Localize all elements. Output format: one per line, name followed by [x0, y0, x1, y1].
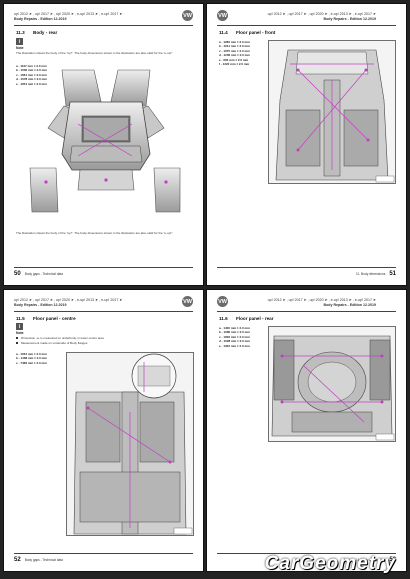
note-icon: i [16, 38, 23, 45]
figure-caption: The illustration shows the body of the "… [16, 231, 174, 235]
note-text: The illustration shows the body of the "… [16, 51, 174, 55]
footer-rule [217, 553, 396, 554]
dimension-legend: a - 1034 mm ± 2.0 mm b - 1468 mm ± 2.0 m… [16, 352, 47, 365]
body-rear-illustration [29, 69, 181, 213]
floor-panel-centre-illustration [66, 352, 194, 536]
header-rule [14, 311, 193, 312]
vw-logo-icon: VW [217, 296, 228, 307]
footer-rule [14, 267, 193, 268]
manual-page-53: VW up! 2012 ➤ , up! 2017 ➤ , up! 2020 ➤ … [206, 289, 407, 572]
floor-panel-front-illustration [268, 40, 396, 184]
vw-logo-icon: VW [217, 10, 228, 21]
site-watermark: CarGeometry [264, 553, 396, 574]
floor-panel-rear-illustration [268, 326, 396, 442]
page-header: up! 2012 ➤ , up! 2017 ➤ , up! 2020 ➤ , e… [14, 12, 123, 21]
note-icon: i [16, 323, 23, 330]
dimension-legend: a - 1400 mm ± 2.0 mm b - 1080 mm ± 2.0 m… [219, 326, 250, 348]
page-header: up! 2012 ➤ , up! 2017 ➤ , up! 2020 ➤ , e… [14, 298, 123, 307]
manual-page-50: up! 2012 ➤ , up! 2017 ➤ , up! 2020 ➤ , e… [3, 3, 204, 286]
dimension-legend: a - 1260 mm ± 2.0 mm b - 1011 mm ± 2.0 m… [219, 40, 250, 67]
dimension-legend: a - 1107 mm ± 2.0 mm b - 1000 mm ± 2.0 m… [16, 64, 47, 86]
manual-page-52: up! 2012 ➤ , up! 2017 ➤ , up! 2020 ➤ , e… [3, 289, 204, 572]
note-block: i Note [16, 38, 24, 50]
list-item: Dimension -a- is measured on underbody, … [16, 336, 104, 341]
vw-logo-icon: VW [182, 296, 193, 307]
list-item: Measurement made on underside of Body fl… [16, 341, 104, 346]
footer-rule [217, 267, 396, 268]
note-bullets: Dimension -a- is measured on underbody, … [16, 336, 104, 345]
vw-logo-icon: VW [182, 10, 193, 21]
header-rule [217, 25, 396, 26]
page-header: up! 2012 ➤ , up! 2017 ➤ , up! 2020 ➤ , e… [267, 12, 376, 21]
manual-page-51: VW up! 2012 ➤ , up! 2017 ➤ , up! 2020 ➤ … [206, 3, 407, 286]
header-rule [14, 25, 193, 26]
page-header: up! 2012 ➤ , up! 2017 ➤ , up! 2020 ➤ , e… [267, 298, 376, 307]
note-block: i Note [16, 323, 24, 335]
footer-rule [14, 553, 193, 554]
header-rule [217, 311, 396, 312]
